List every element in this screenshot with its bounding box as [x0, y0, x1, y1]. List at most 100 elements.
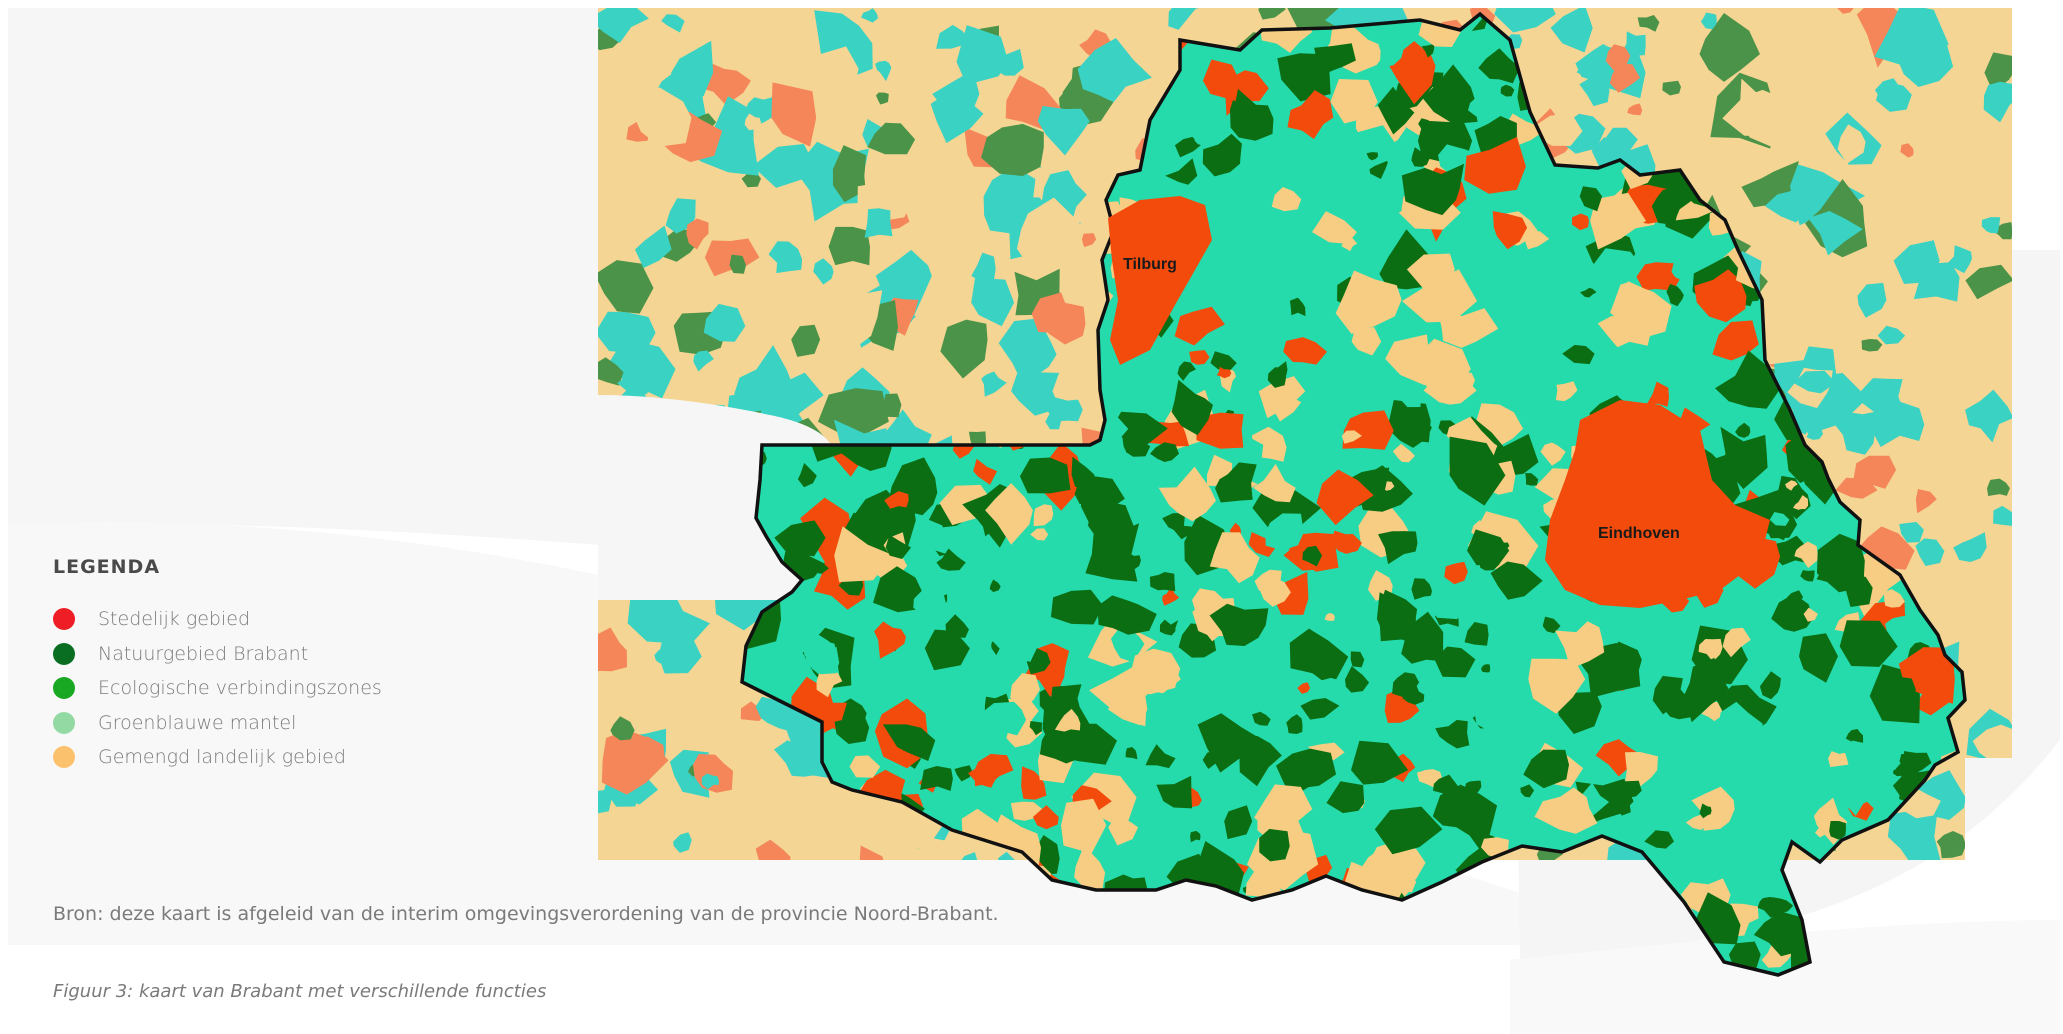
nature-patch [1608, 641, 1642, 678]
nature-patch [1308, 657, 1341, 681]
nature-patch [1832, 889, 1842, 902]
nature-patch [1097, 595, 1157, 635]
nature-patch [1559, 869, 1586, 893]
legend-title: LEGENDA [53, 556, 161, 578]
mantle-patch [1468, 95, 1498, 118]
rural-patch [1722, 89, 1795, 136]
urban-patch [1196, 412, 1244, 449]
nature-patch [1378, 531, 1418, 565]
nature-patch [1467, 529, 1510, 566]
urban-patch [1202, 59, 1240, 101]
urban-patch [1636, 262, 1682, 291]
rural-patch [1555, 381, 1578, 402]
nature-patch [1861, 339, 1883, 352]
legend-label: Groenblauwe mantel [98, 711, 297, 734]
nature-patch [834, 711, 870, 744]
nature-patch [1286, 714, 1303, 734]
nature-patch [989, 579, 1001, 593]
rural-patch [1881, 295, 1906, 328]
nature-patch [1662, 927, 1680, 944]
nature-patch [1234, 899, 1260, 919]
mantle-patch [1399, 384, 1422, 408]
rural-patch [963, 869, 996, 900]
nature-patch [1386, 409, 1432, 448]
rural-patch [1794, 541, 1818, 568]
urban-patch [1021, 766, 1047, 800]
nature-patch [1562, 344, 1595, 365]
rural-patch [1855, 928, 1928, 975]
rural-patch [1054, 708, 1081, 732]
nature-patch [1069, 897, 1111, 938]
rural-patch [816, 672, 843, 698]
nature-patch [1275, 361, 1288, 378]
nature-patch [1891, 677, 1916, 701]
urban-patch [890, 943, 937, 975]
legend-item-stedelijk: Stedelijk gebied [53, 602, 573, 637]
mantle-patch [601, 314, 631, 347]
rural-patch [1368, 841, 1426, 885]
rural-patch [744, 113, 761, 131]
nature-patch [797, 463, 817, 488]
mantle-patch [1800, 975, 1812, 984]
nature-patch [1019, 457, 1071, 494]
nature-patch [1200, 895, 1250, 928]
mantle-patch [598, 8, 649, 43]
rural-patch [628, 803, 683, 853]
mantle-patch [1893, 240, 1940, 284]
mantle-patch [1965, 389, 2012, 443]
urban-patch [1627, 103, 1643, 116]
nature-patch [1500, 84, 1515, 97]
rural-patch [1254, 784, 1313, 837]
mantle-patch [911, 519, 946, 550]
rural-patch [1064, 923, 1093, 948]
mantle-patch [1790, 164, 1865, 226]
rural-patch [1061, 798, 1107, 854]
rural-patch [630, 644, 656, 674]
mantle-patch [1671, 262, 1689, 282]
nature-patch [1651, 896, 1667, 911]
mantle-patch [1793, 370, 1836, 394]
nature-patch [1165, 158, 1198, 185]
nature-patch [1984, 52, 2012, 92]
nature-patch [1230, 87, 1274, 141]
mantle-patch [1435, 824, 1479, 870]
nature-patch [1411, 147, 1431, 167]
nature-patch [954, 765, 973, 782]
mantle-patch [1634, 879, 1661, 897]
nature-patch [1446, 923, 1465, 940]
legend-swatch [53, 608, 75, 631]
mantle-patch [1947, 245, 1972, 274]
urban-patch [862, 951, 901, 975]
mantle-patch [635, 225, 672, 268]
nature-patch [1845, 728, 1864, 744]
nature-patch [1421, 43, 1435, 58]
rural-patch [1274, 907, 1313, 942]
nature-patch [1258, 8, 1286, 20]
urban-patch [1032, 805, 1059, 830]
mantle-patch [998, 851, 1022, 860]
mantle-patch [1518, 891, 1550, 934]
mantle-patch [1716, 701, 1763, 742]
mantle-patch [1431, 46, 1489, 91]
nature-patch [1289, 297, 1306, 317]
urban-patch [745, 870, 798, 900]
rural-patch [1108, 691, 1148, 726]
rural-patch [1004, 903, 1035, 934]
rural-patch [1423, 905, 1452, 931]
rural-patch [1169, 951, 1209, 975]
mantle-patch [1141, 350, 1168, 375]
urban-patch [601, 730, 669, 795]
rural-patch [1760, 296, 1816, 366]
rural-patch [1926, 905, 1956, 939]
rural-patch [1701, 701, 1722, 722]
rural-patch [1877, 504, 1905, 527]
nature-patch [1145, 744, 1176, 769]
nature-patch [1039, 724, 1077, 764]
rural-patch [1722, 627, 1751, 658]
urban-patch [1283, 337, 1327, 365]
mantle-patch [661, 14, 685, 33]
mantle-patch [1800, 684, 1830, 707]
mantle-patch [1837, 783, 1873, 816]
mantle-patch [1265, 513, 1304, 551]
nature-patch [1256, 916, 1271, 927]
